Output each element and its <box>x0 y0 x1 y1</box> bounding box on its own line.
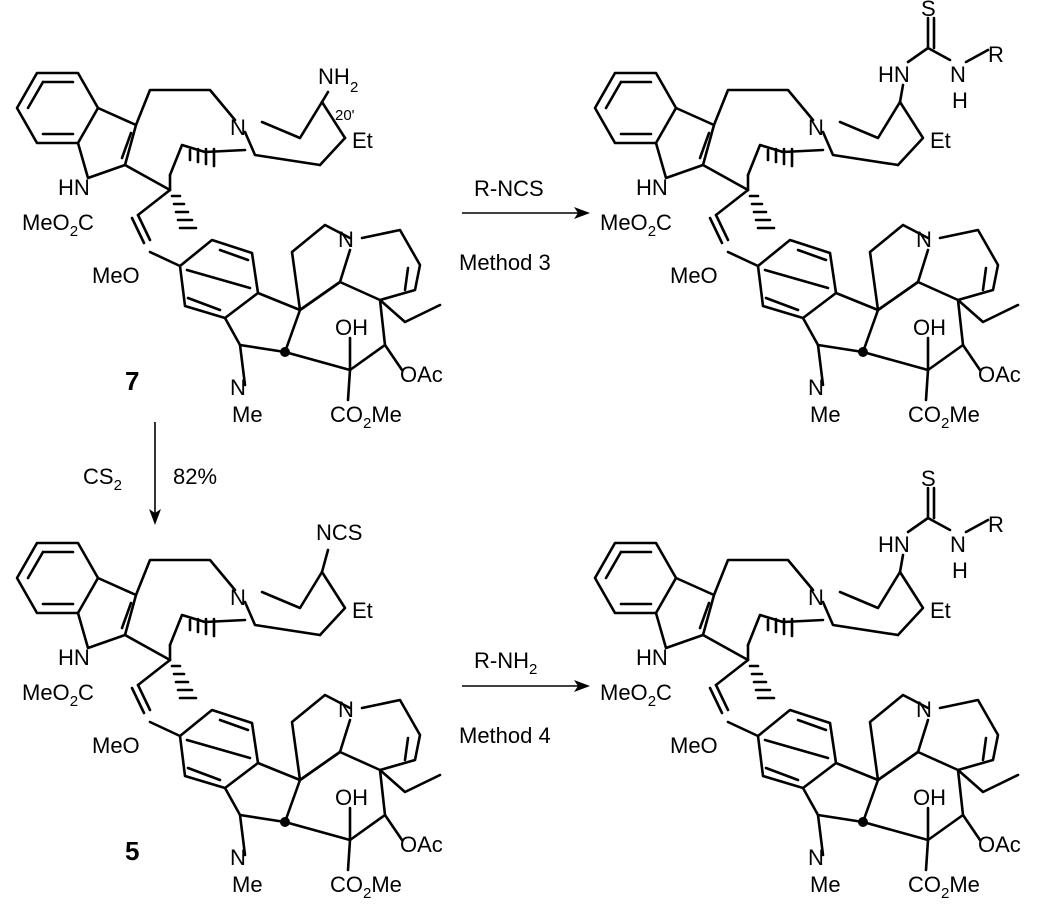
compound-7: NH 2 20' Et N HN MeO2C MeO N OH OAc N Me… <box>15 64 443 432</box>
methyl-label: Me <box>810 402 841 427</box>
n-methyl-label: N <box>230 845 246 870</box>
isothiocyanate-label: NCS <box>316 520 362 545</box>
hydroxyl-label: OH <box>913 315 946 340</box>
method-label-bottom: Method 4 <box>459 723 551 748</box>
compound-number: 7 <box>125 366 139 396</box>
thiourea-hn-label: HN <box>878 532 910 557</box>
reaction-arrow-bottom: R-NH2 Method 4 <box>459 648 590 748</box>
methyl-ester-label: CO2Me <box>330 402 402 432</box>
ester-label: MeO2C <box>600 210 672 240</box>
methyl-label: Me <box>232 402 263 427</box>
methyl-label: Me <box>232 872 263 897</box>
thiourea-n-label: N <box>950 532 966 557</box>
acetate-label: OAc <box>978 362 1021 387</box>
n-vindoline-label: N <box>338 697 354 722</box>
n-methyl-label: N <box>808 845 824 870</box>
reaction-arrow-top: R-NCS Method 3 <box>459 176 590 275</box>
hn-label: HN <box>58 175 90 200</box>
methyl-ester-label: CO2Me <box>908 402 980 432</box>
hydroxyl-label: OH <box>335 785 368 810</box>
methoxy-label: MeO <box>92 733 140 758</box>
n-vindoline-label: N <box>916 227 932 252</box>
methyl-ester-label: CO2Me <box>908 872 980 902</box>
n-methyl-label: N <box>230 375 246 400</box>
r-group-label: R <box>988 512 1004 537</box>
ester-label: MeO2C <box>22 210 94 240</box>
method-label-top: Method 3 <box>459 250 551 275</box>
sulfur-label: S <box>921 0 936 21</box>
hydroxyl-label: OH <box>335 315 368 340</box>
methyl-label: Me <box>810 872 841 897</box>
n-methyl-label: N <box>808 375 824 400</box>
thiourea-h-label: H <box>952 558 968 583</box>
reaction-arrow-vertical: CS2 82% <box>83 422 217 525</box>
amine-subscript: 2 <box>350 79 358 96</box>
ethyl-label: Et <box>930 598 951 623</box>
methoxy-label: MeO <box>670 733 718 758</box>
locant-label: 20' <box>335 107 355 124</box>
yield-label: 82% <box>173 464 217 489</box>
n-vindoline-label: N <box>338 227 354 252</box>
acetate-label: OAc <box>400 362 443 387</box>
ester-label: MeO2C <box>600 680 672 710</box>
methoxy-label: MeO <box>670 263 718 288</box>
thiourea-product-top: S HN N H R Et N HN MeO2C MeO N OH OAc N … <box>593 0 1021 432</box>
n-vindoline-label: N <box>916 697 932 722</box>
acetate-label: OAc <box>978 832 1021 857</box>
n-catharanthine-label: N <box>808 585 824 610</box>
methoxy-label: MeO <box>92 263 140 288</box>
reagent-label-vertical: CS2 <box>83 464 122 494</box>
r-group-label: R <box>988 42 1004 67</box>
ester-label: MeO2C <box>22 680 94 710</box>
methyl-ester-label: CO2Me <box>330 872 402 902</box>
thiourea-n-label: N <box>950 62 966 87</box>
thiourea-hn-label: HN <box>878 62 910 87</box>
hydroxyl-label: OH <box>913 785 946 810</box>
ethyl-label: Et <box>930 128 951 153</box>
n-catharanthine-label: N <box>230 115 246 140</box>
ethyl-label: Et <box>352 128 373 153</box>
sulfur-label: S <box>921 466 936 491</box>
hn-label: HN <box>636 175 668 200</box>
thiourea-product-bottom: S HN N H R Et N HN MeO2C MeO N OH OAc N … <box>593 466 1021 902</box>
compound-number: 5 <box>125 836 139 866</box>
acetate-label: OAc <box>400 832 443 857</box>
amine-label: NH <box>318 64 350 89</box>
reagent-label-top: R-NCS <box>474 176 544 201</box>
hn-label: HN <box>58 645 90 670</box>
n-catharanthine-label: N <box>230 585 246 610</box>
ethyl-label: Et <box>352 598 373 623</box>
compound-5: NCS Et N HN MeO2C MeO N OH OAc N Me CO2M… <box>15 520 443 902</box>
n-catharanthine-label: N <box>808 115 824 140</box>
hn-label: HN <box>636 645 668 670</box>
thiourea-h-label: H <box>952 88 968 113</box>
reagent-label-bottom: R-NH2 <box>474 648 537 678</box>
